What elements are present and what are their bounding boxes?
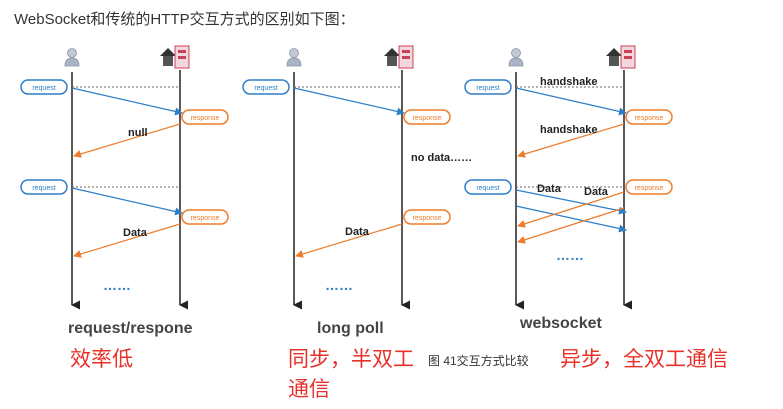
- note-sync-half-duplex: 同步，半双工: [288, 348, 414, 371]
- response-box: response: [625, 109, 673, 125]
- ellipsis: ……: [325, 277, 353, 293]
- panel-title-request-response: request/respone: [68, 320, 193, 337]
- message-label-handshake: handshake: [540, 124, 597, 136]
- message-label-data: Data: [584, 186, 609, 198]
- svg-text:response: response: [635, 185, 664, 192]
- svg-text:response: response: [413, 215, 442, 222]
- user-icon: [286, 48, 302, 67]
- svg-text:request: request: [254, 85, 277, 92]
- server-house-icon: [384, 45, 414, 69]
- request-arrow: [71, 87, 183, 116]
- svg-text:request: request: [476, 185, 499, 192]
- svg-text:response: response: [413, 115, 442, 122]
- request-box: request: [20, 179, 68, 195]
- svg-text:request: request: [476, 85, 499, 92]
- panel-websocket: request handshake response handshake req…: [464, 45, 673, 332]
- note-low-efficiency: 效率低: [70, 348, 133, 371]
- svg-text:response: response: [191, 115, 220, 122]
- response-box: response: [625, 179, 673, 195]
- request-box: request: [464, 179, 512, 195]
- response-arrow: [73, 123, 181, 158]
- ellipsis: ……: [556, 247, 584, 263]
- svg-text:request: request: [32, 185, 55, 192]
- response-arrow: [295, 223, 403, 258]
- request-arrow: [515, 87, 627, 116]
- message-label-data: Data: [123, 227, 148, 239]
- ellipsis: ……: [103, 277, 131, 293]
- request-arrow: [71, 187, 183, 216]
- request-box: request: [464, 79, 512, 95]
- response-arrow: [517, 123, 625, 158]
- note-async-full-duplex: 异步，全双工通信: [560, 348, 728, 371]
- message-label-data: Data: [345, 226, 370, 238]
- response-arrow: [73, 223, 181, 258]
- response-box: response: [403, 109, 451, 125]
- server-house-icon: [160, 45, 190, 69]
- panel-title-long-poll: long poll: [317, 320, 384, 337]
- response-arrow: [517, 191, 625, 228]
- svg-text:request: request: [32, 85, 55, 92]
- response-box: response: [181, 209, 229, 225]
- message-label-handshake: handshake: [540, 76, 597, 88]
- panel-title-websocket: websocket: [519, 315, 602, 332]
- message-label-null: null: [128, 127, 148, 139]
- message-label-no-data: no data……: [411, 152, 472, 164]
- response-box: response: [403, 209, 451, 225]
- message-label-data: Data: [537, 183, 562, 195]
- note-sync-half-duplex-line2: 通信: [288, 378, 330, 401]
- request-arrow: [515, 205, 627, 233]
- request-arrow: [293, 87, 405, 116]
- response-arrow: [517, 207, 625, 244]
- panel-request-response: request response null request response D…: [20, 45, 229, 337]
- user-icon: [508, 48, 524, 67]
- svg-text:response: response: [635, 115, 664, 122]
- figure-caption: 图 41交互方式比较: [428, 354, 529, 368]
- svg-text:response: response: [191, 215, 220, 222]
- response-box: response: [181, 109, 229, 125]
- server-house-icon: [606, 45, 636, 69]
- request-box: request: [20, 79, 68, 95]
- request-box: request: [242, 79, 290, 95]
- request-arrow: [515, 189, 627, 215]
- user-icon: [64, 48, 80, 67]
- panel-long-poll: request response no data…… response Data…: [242, 45, 472, 337]
- page-heading: WebSocket和传统的HTTP交互方式的区别如下图：: [14, 11, 355, 28]
